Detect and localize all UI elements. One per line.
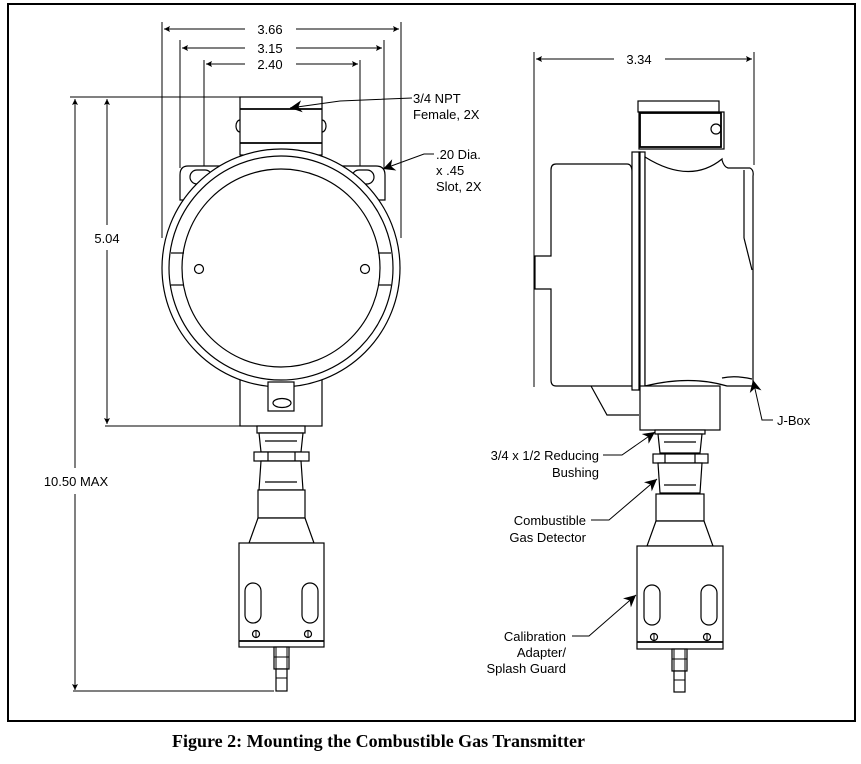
dimension-overall-height: 10.50 MAX (44, 99, 274, 692)
front-view: 3.66 3.15 2.40 5.04 (44, 22, 482, 692)
callout-calibration-line-3: Splash Guard (487, 661, 567, 676)
dimension-overall-width: 3.66 (161, 22, 402, 238)
callout-detector-line-2: Gas Detector (509, 530, 586, 545)
dim-label-3-15: 3.15 (257, 41, 282, 56)
callout-detector-line-1: Combustible (514, 513, 586, 528)
dimension-body-height: 5.04 (94, 99, 240, 427)
callout-slot-line-2: x .45 (436, 163, 464, 178)
side-top-hub (637, 100, 725, 150)
side-view: 3.34 (487, 52, 811, 693)
callout-jbox: J-Box (749, 379, 811, 428)
dim-label-3-34: 3.34 (626, 52, 651, 67)
cover-screw-hole-left (193, 263, 205, 275)
callout-slot-line-3: Slot, 2X (436, 179, 482, 194)
side-calibration-adapter (636, 545, 724, 693)
callout-slot-line-1: .20 Dia. (436, 147, 481, 162)
side-flange (631, 151, 641, 391)
callout-bushing-line-1: 3/4 x 1/2 Reducing (491, 448, 599, 463)
cover-screw-hole-right (359, 263, 371, 275)
dim-label-2-40: 2.40 (257, 57, 282, 72)
dim-label-3-66: 3.66 (257, 22, 282, 37)
side-cover-body (534, 163, 633, 387)
callout-npt: 3/4 NPT Female, 2X (289, 91, 480, 122)
callout-detector: Combustible Gas Detector (509, 478, 658, 545)
side-bushing-detector (646, 429, 714, 547)
dim-label-10-50-max: 10.50 MAX (44, 474, 109, 489)
callout-bushing-line-2: Bushing (552, 465, 599, 480)
top-conduit-hub (235, 96, 327, 156)
dimension-inner-width: 2.40 (203, 57, 361, 168)
figure-frame (7, 3, 856, 722)
dim-label-5-04: 5.04 (94, 231, 119, 246)
callout-calibration-line-2: Adapter/ (517, 645, 567, 660)
callout-npt-line-1: 3/4 NPT (413, 91, 461, 106)
dimension-depth: 3.34 (533, 52, 755, 387)
callout-jbox-label: J-Box (777, 413, 811, 428)
side-jbox-body (639, 155, 754, 431)
callout-npt-line-2: Female, 2X (413, 107, 480, 122)
callout-calibration: Calibration Adapter/ Splash Guard (487, 594, 637, 676)
figure-caption-text: Figure 2: Mounting the Combustible Gas T… (172, 731, 585, 751)
front-bushing-detector (248, 425, 315, 544)
housing-cover (161, 148, 401, 412)
callout-slot: .20 Dia. x .45 Slot, 2X (382, 147, 482, 194)
dimension-slot-spacing: 3.15 (179, 40, 385, 168)
callout-calibration-line-1: Calibration (504, 629, 566, 644)
callout-bushing: 3/4 x 1/2 Reducing Bushing (491, 431, 656, 480)
figure-caption: Figure 2: Mounting the Combustible Gas T… (0, 731, 861, 752)
front-calibration-adapter (238, 542, 325, 692)
